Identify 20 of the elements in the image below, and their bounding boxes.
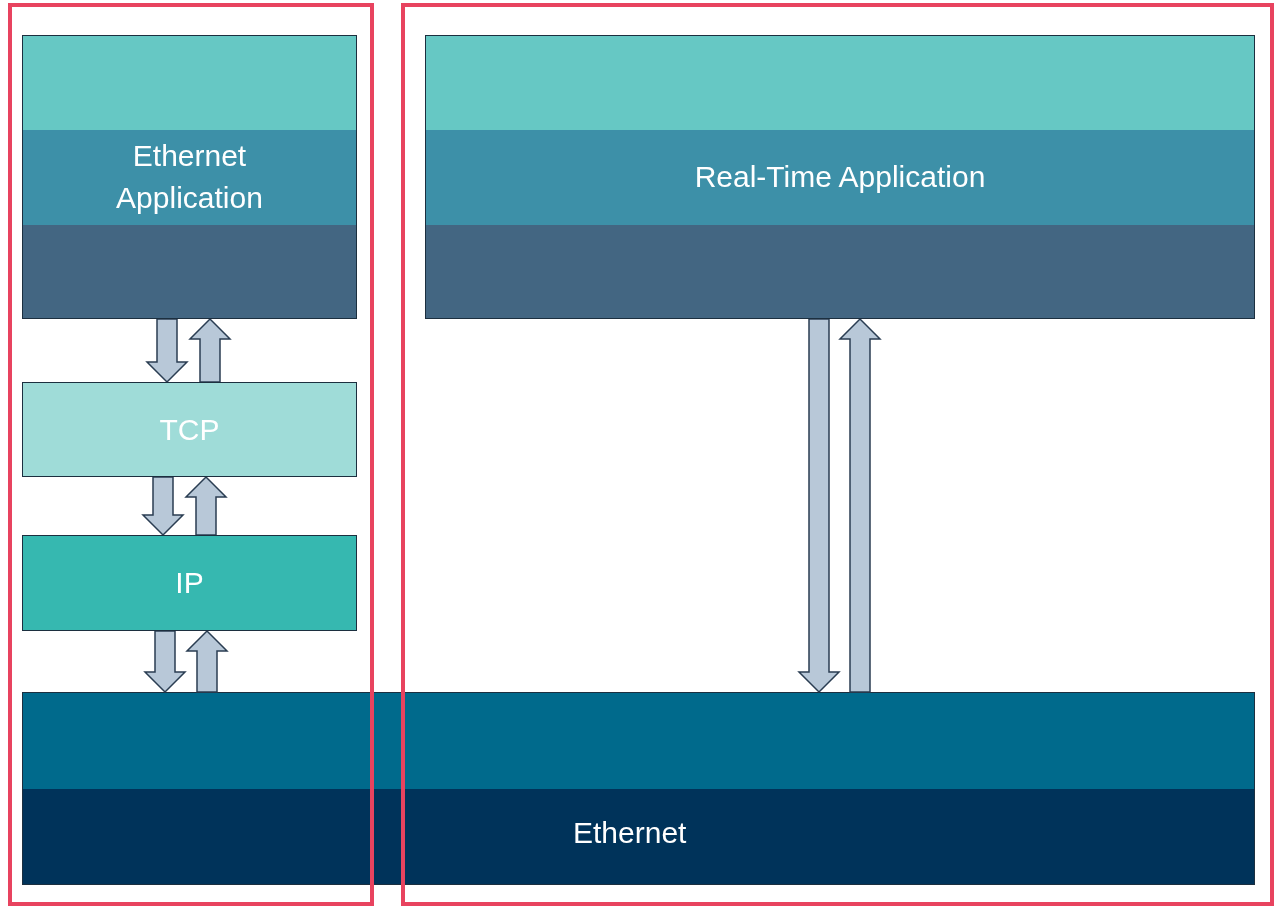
block-arrow <box>145 318 189 384</box>
block-arrow <box>838 317 882 693</box>
layer-box <box>22 535 357 631</box>
layer-box <box>425 35 1255 319</box>
block-arrow <box>184 475 228 536</box>
group-frame <box>401 3 1274 906</box>
block-arrow <box>188 317 232 383</box>
layer-label: TCP <box>159 411 220 448</box>
layer-box <box>22 382 357 477</box>
block-arrow <box>141 476 185 537</box>
layer-label: Ethernet <box>573 815 687 851</box>
group-frame <box>8 3 374 906</box>
block-arrow <box>185 629 229 693</box>
layer-label: Ethernet Application <box>115 138 264 216</box>
layer-box <box>22 35 357 319</box>
block-arrow <box>797 318 841 694</box>
layer-label: Real-Time Application <box>694 159 986 195</box>
layer-label: IP <box>175 565 204 601</box>
layer-box <box>22 692 1255 885</box>
block-arrow <box>143 630 187 694</box>
